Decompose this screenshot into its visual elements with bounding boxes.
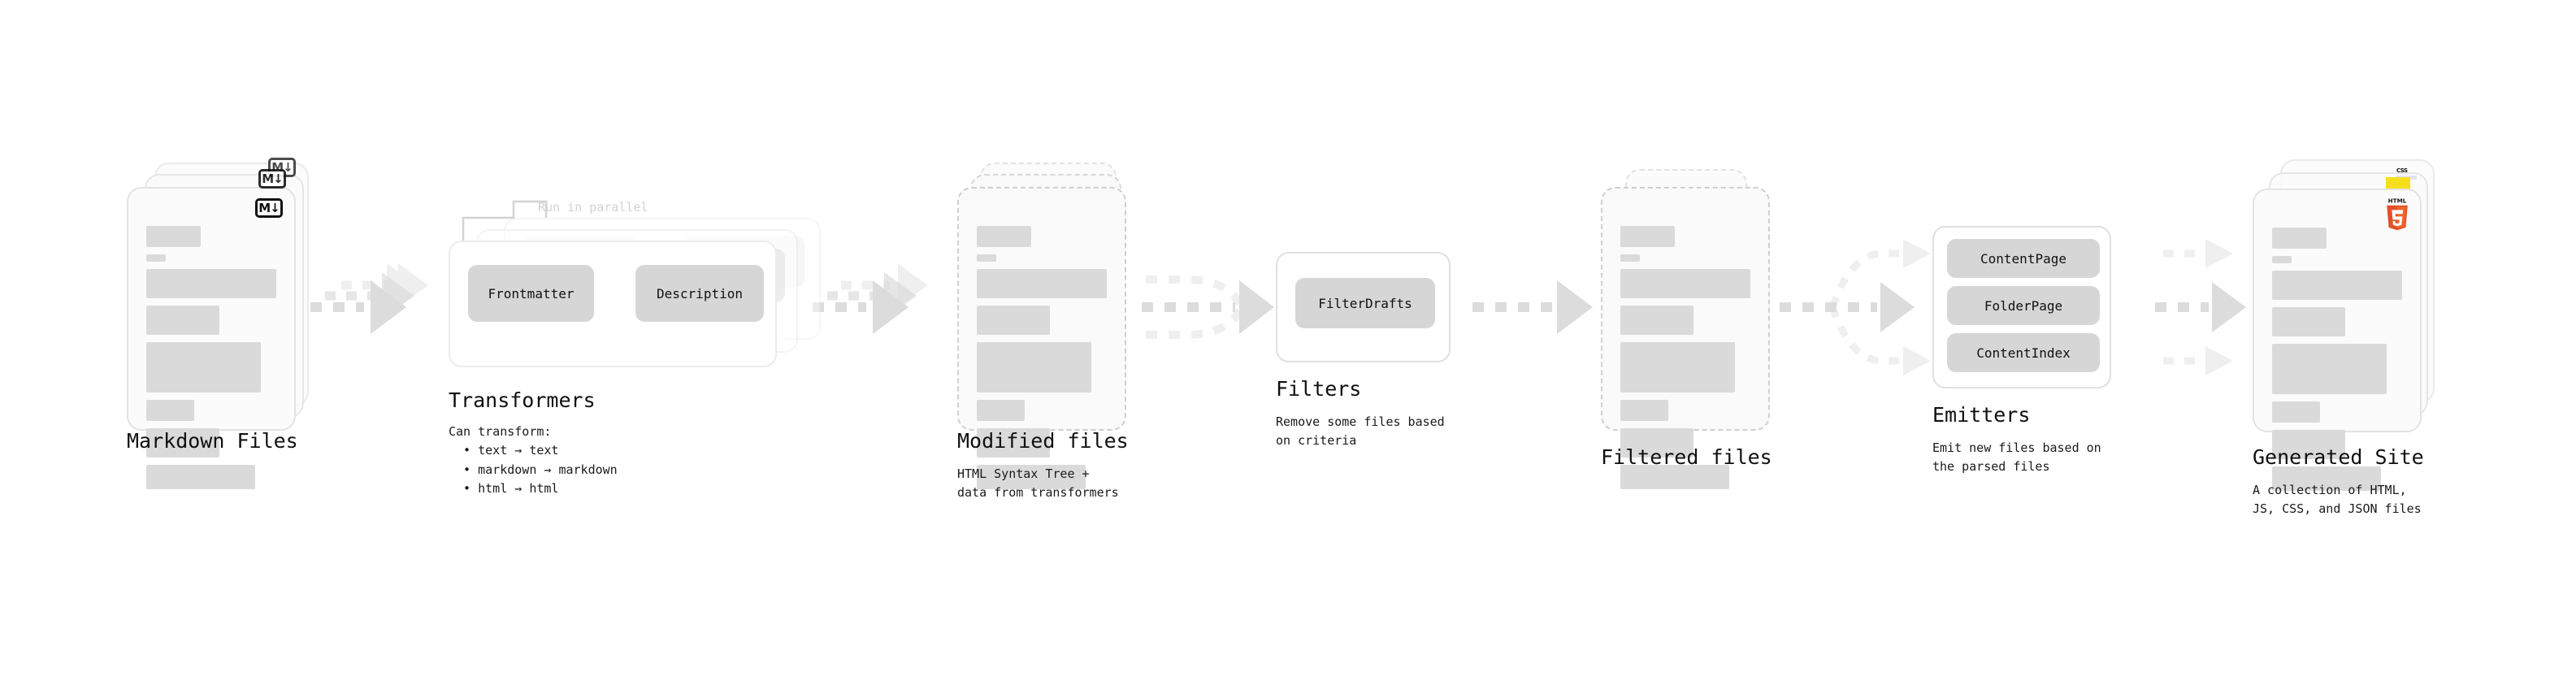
doc-content-line [146, 342, 261, 393]
filtered-files-stack [1601, 169, 1788, 489]
doc-content-line [146, 428, 219, 458]
modified-files-desc: HTML Syntax Tree + data from transformer… [957, 466, 1119, 501]
emitters-title: Emitters [1932, 403, 2031, 427]
transformer-card-front[interactable]: Frontmatter Description [449, 241, 777, 367]
markdown-badge-icon: M↓ [255, 198, 283, 218]
arrow-markdown-to-transformers [310, 262, 428, 334]
filters-chip-filterdrafts[interactable]: FilterDrafts [1295, 278, 1435, 328]
filters-box[interactable]: FilterDrafts [1276, 252, 1451, 362]
modified-file-card-front[interactable] [957, 187, 1126, 489]
generated-site-card-html[interactable]: HTML [2253, 189, 2422, 491]
doc-content-line [2272, 271, 2402, 300]
doc-content-line [977, 342, 1091, 393]
markdown-files-title: Markdown Files [127, 429, 298, 453]
js-badge-icon [2386, 177, 2410, 192]
css-badge-label: CSS [2396, 167, 2408, 174]
doc-content-line [977, 465, 1086, 489]
emitters-chip-contentindex[interactable]: ContentIndex [1947, 333, 2100, 372]
arrow-filtered-to-emitters [1780, 239, 1931, 375]
emitters-chip-folderpage[interactable]: FolderPage [1947, 286, 2100, 325]
doc-content-line [146, 226, 202, 247]
doc-content-line [2272, 466, 2382, 491]
doc-content-line [1620, 342, 1735, 393]
doc-content-line [977, 269, 1107, 298]
doc-content-line [146, 254, 166, 262]
filtered-files-title: Filtered files [1601, 445, 1772, 469]
markdown-file-card-front[interactable]: M↓ [127, 187, 296, 489]
svg-text:HTML: HTML [2388, 197, 2407, 205]
doc-content-line [2272, 228, 2327, 249]
doc-content-line [1620, 226, 1676, 247]
doc-content-line [977, 254, 996, 262]
doc-content-line [2272, 307, 2345, 336]
doc-content-line [2272, 401, 2321, 423]
generated-site-title: Generated Site [2253, 445, 2424, 469]
arrow-filters-to-filtered [1472, 280, 1593, 334]
run-in-parallel-label: Run in parallel [538, 200, 648, 215]
arrow-modified-to-filters [1142, 275, 1274, 339]
doc-content-line [2272, 256, 2292, 263]
doc-content-line [977, 428, 1050, 458]
modified-file-content-lines [977, 226, 1107, 497]
doc-content-line [2272, 430, 2345, 459]
arrow-emitters-to-site [2155, 239, 2246, 375]
modified-files-title: Modified files [957, 429, 1129, 453]
transformers-title: Transformers [449, 388, 596, 412]
emitters-desc: Emit new files based on the parsed files [1932, 440, 2101, 475]
doc-content-line [1620, 306, 1693, 335]
doc-content-line [146, 306, 219, 335]
doc-content-line [1620, 269, 1750, 298]
doc-content-line [1620, 400, 1669, 421]
modified-files-stack [957, 163, 1144, 489]
doc-content-line [2272, 344, 2387, 394]
transformer-chip-frontmatter[interactable]: Frontmatter [468, 265, 594, 322]
markdown-badge-icon-back-1: M↓ [258, 169, 286, 189]
markdown-files-stack: M↓ M↓ M↓ [127, 158, 314, 489]
emitters-box[interactable]: ContentPage FolderPage ContentIndex [1932, 226, 2111, 388]
arrow-transformers-to-modified [813, 263, 928, 334]
generated-site-content-lines [2272, 228, 2402, 498]
filters-title: Filters [1276, 377, 1362, 401]
doc-content-line [977, 400, 1026, 421]
html5-shield-svg: HTML [2387, 197, 2408, 231]
doc-content-line [146, 400, 195, 421]
filtered-file-card-front[interactable] [1601, 187, 1770, 489]
doc-content-line [977, 306, 1050, 335]
generated-site-stack: CSS HTML [2253, 159, 2448, 491]
filters-desc: Remove some files based on criteria [1276, 414, 1445, 449]
markdown-file-content-lines [146, 226, 276, 497]
doc-content-line [1620, 465, 1730, 489]
html5-badge-icon: HTML [2384, 197, 2410, 232]
filtered-file-content-lines [1620, 226, 1750, 497]
doc-content-line [146, 465, 256, 489]
doc-content-line [1620, 254, 1640, 262]
transformer-chip-description[interactable]: Description [635, 265, 764, 322]
doc-content-line [146, 269, 276, 298]
transformers-desc: Can transform: • text → text • markdown … [449, 424, 618, 496]
generated-site-desc: A collection of HTML, JS, CSS, and JSON … [2253, 483, 2422, 517]
emitters-chip-contentpage[interactable]: ContentPage [1947, 239, 2100, 278]
doc-content-line [1620, 428, 1693, 458]
doc-content-line [977, 226, 1032, 247]
